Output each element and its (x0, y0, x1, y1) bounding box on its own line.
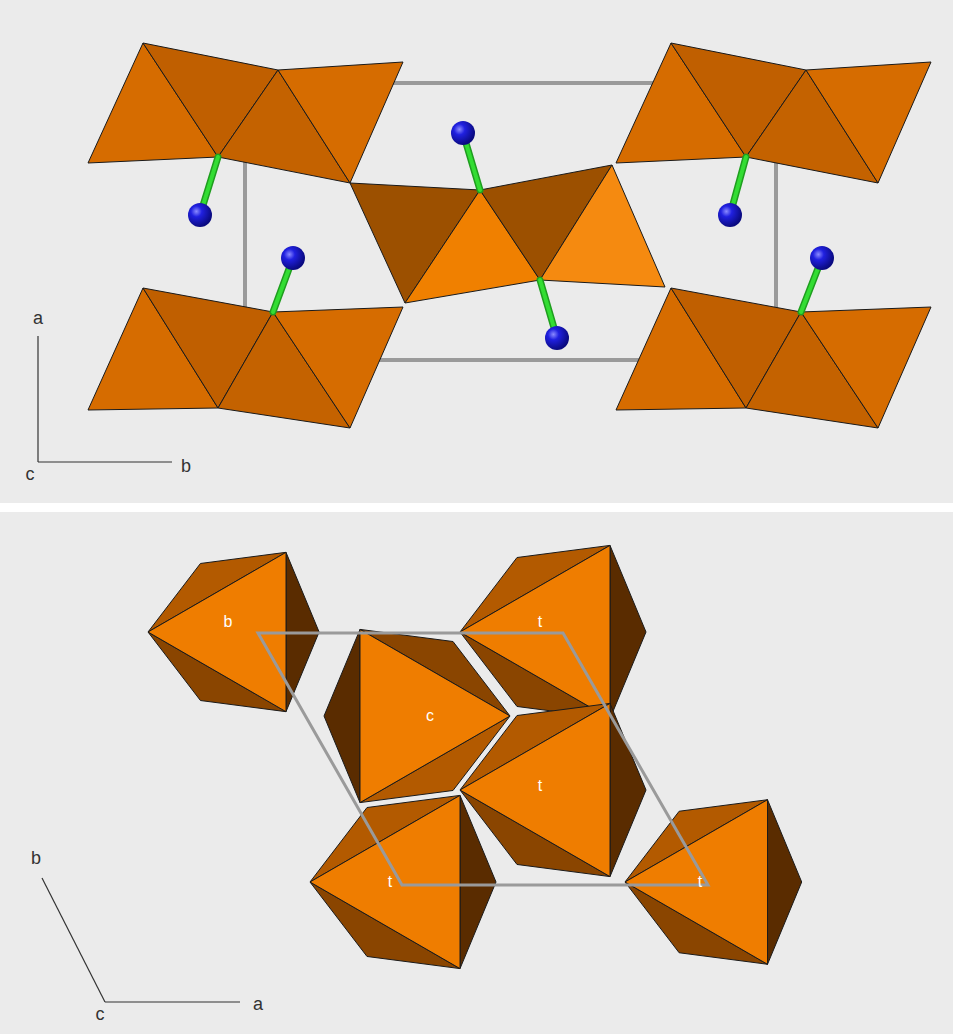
panel-ground (0, 512, 953, 1034)
atom (188, 203, 212, 227)
site-label: t (538, 778, 542, 794)
site-label: t (538, 614, 542, 630)
octahedron-face (273, 307, 403, 428)
atom (718, 203, 742, 227)
atom (810, 246, 834, 270)
octahedron-face (324, 629, 360, 802)
site-label: t (388, 874, 392, 890)
axis-label: a (33, 309, 43, 327)
site-label: b (224, 614, 233, 630)
octahedron-face (768, 800, 802, 965)
atom (545, 326, 569, 350)
octahedra-layer (148, 545, 802, 968)
axis-lines (38, 336, 240, 1002)
octahedron-face (610, 545, 646, 718)
panel-ground (0, 0, 953, 503)
octahedron-face (460, 795, 496, 968)
axis-label: b (31, 849, 41, 867)
octahedron (625, 800, 802, 965)
octahedra-chain (88, 43, 931, 428)
octahedron-face (625, 800, 768, 965)
site-label: c (426, 708, 434, 724)
axis-label: c (26, 465, 35, 483)
octahedron (310, 795, 496, 968)
atom (281, 246, 305, 270)
octahedron-face (278, 62, 403, 183)
unit-cell (258, 633, 708, 885)
octahedron-face (310, 795, 460, 968)
site-label: t (698, 874, 702, 890)
bonds (188, 121, 834, 350)
octahedron-face (806, 62, 931, 183)
axis-label: a (253, 995, 263, 1013)
octahedron-face (801, 307, 931, 428)
axis-label: b (181, 457, 191, 475)
octahedron-face (540, 165, 665, 287)
axis-label: c (96, 1005, 105, 1023)
octahedron-face (610, 703, 646, 876)
atom (451, 121, 475, 145)
